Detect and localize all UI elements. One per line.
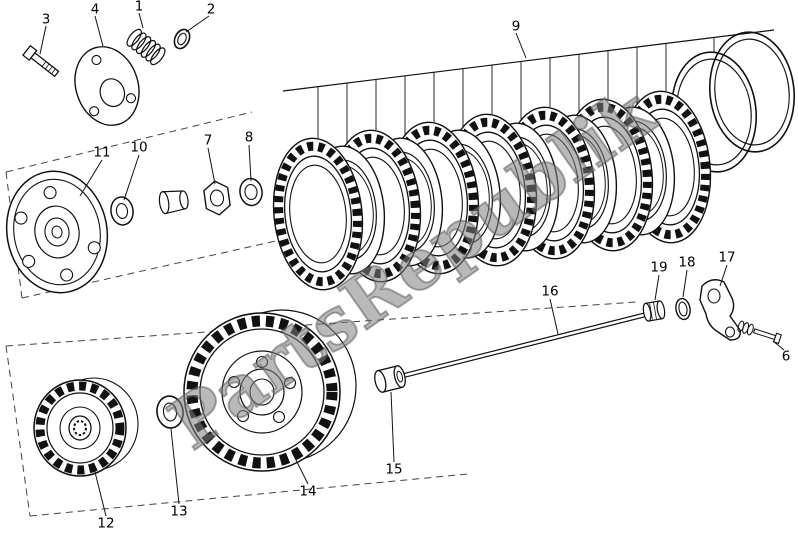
part-label-8: 8: [244, 129, 254, 146]
cover-plate-4: [74, 46, 140, 126]
part-label-12: 12: [97, 515, 115, 532]
spacer-ring-10: [110, 196, 134, 226]
release-lever-17: [699, 279, 741, 341]
screw-6: [737, 320, 782, 345]
part-label-16: 16: [541, 283, 559, 300]
part-label-4: 4: [90, 1, 100, 18]
part-label-3: 3: [41, 11, 51, 28]
part-label-17: 17: [718, 249, 736, 266]
part-label-15: 15: [385, 461, 403, 478]
clutch-basket-14: [183, 309, 357, 472]
snap-ring: [708, 31, 796, 153]
part-label-6: 6: [781, 348, 791, 365]
part-label-11: 11: [93, 144, 111, 161]
o-ring-18: [675, 297, 691, 321]
part-label-19: 19: [650, 259, 668, 276]
clutch-hub-12: [33, 377, 139, 477]
part-label-2: 2: [206, 1, 216, 18]
group-line-9: [282, 29, 775, 146]
part-label-14: 14: [299, 483, 317, 500]
part-label-9: 9: [511, 18, 521, 35]
pushrod-16: [397, 308, 656, 382]
part-label-7: 7: [203, 132, 213, 149]
shaft-spacer-7: [158, 190, 189, 215]
part-label-10: 10: [130, 139, 148, 156]
washer-2: [173, 28, 191, 50]
washer-13: [156, 395, 184, 429]
washer-8: [239, 177, 263, 207]
spring-1: [126, 28, 166, 66]
nut-7: [203, 180, 231, 216]
leader-lines: [39, 12, 785, 517]
bolt-3: [22, 44, 60, 78]
bushing-15: [374, 365, 406, 393]
part-label-18: 18: [678, 254, 696, 271]
piston-19: [642, 300, 666, 322]
part-label-1: 1: [134, 0, 144, 15]
part-label-13: 13: [170, 503, 188, 520]
pressure-plate-11: [5, 170, 109, 294]
